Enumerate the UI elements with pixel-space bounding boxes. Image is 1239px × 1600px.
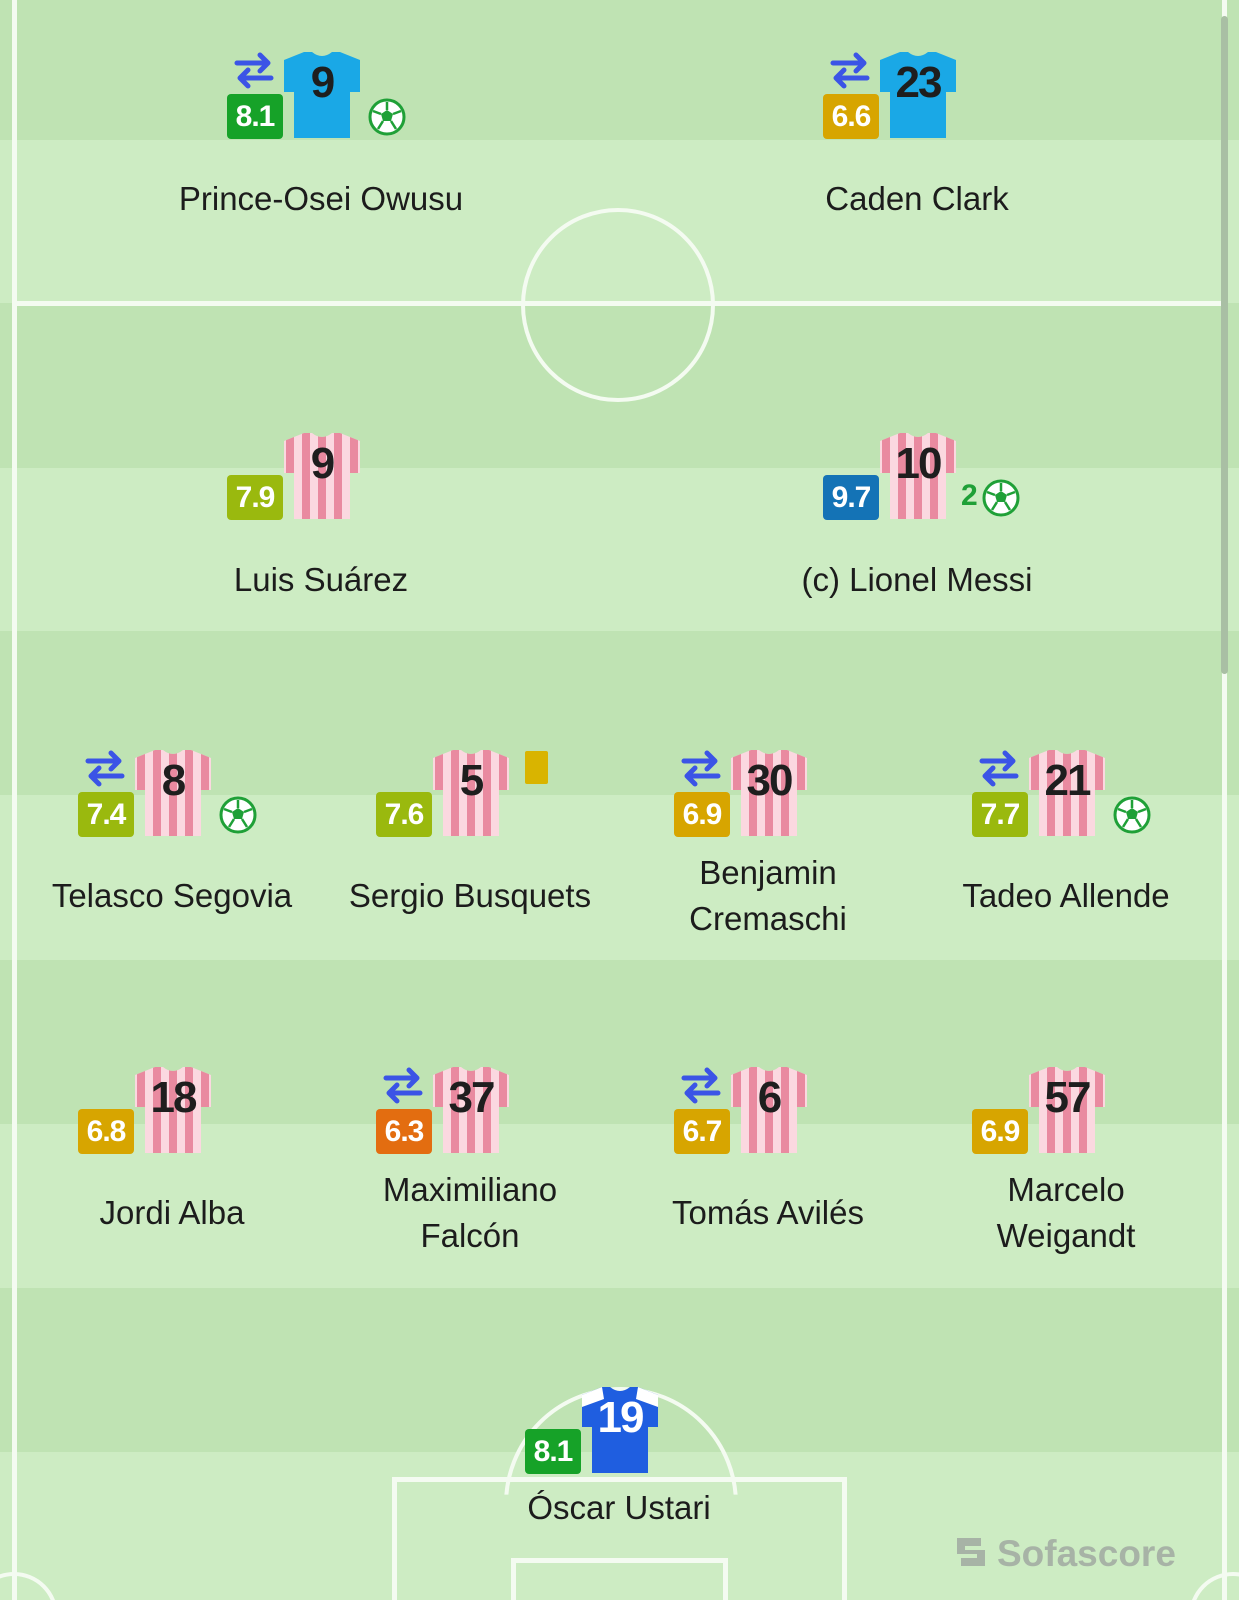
- shirt-number: 37: [448, 1073, 496, 1122]
- substitution-icon: [680, 1065, 722, 1105]
- shirt-number: 6: [757, 1073, 782, 1122]
- shirt-number: 21: [1044, 756, 1092, 805]
- touchline-left: [12, 0, 17, 1600]
- player-rating: 6.3: [376, 1109, 432, 1154]
- player-rating: 8.1: [227, 94, 283, 139]
- shirt-icon: 6: [729, 1065, 809, 1155]
- sofascore-logo-icon: [953, 1534, 989, 1575]
- player-name: Tadeo Allende: [962, 877, 1170, 914]
- yellow-card-icon: [525, 751, 548, 784]
- center-circle: [521, 208, 715, 402]
- player-rating: 8.1: [525, 1429, 581, 1474]
- shirt-number: 9: [310, 58, 335, 107]
- shirt-icon: 8: [133, 748, 213, 838]
- shirt-number: 9: [310, 439, 335, 488]
- player-rating: 6.8: [78, 1109, 134, 1154]
- pitch-stripe: [0, 0, 1239, 140]
- player-card[interactable]: 6.7 6 Tomás Avilés: [618, 1060, 918, 1260]
- pitch-stripe: [0, 468, 1239, 631]
- substitution-icon: [680, 748, 722, 788]
- shirt-icon: 5: [431, 748, 511, 838]
- player-card[interactable]: 7.9 9 Luis Suárez: [171, 426, 471, 606]
- player-rating: 6.9: [674, 792, 730, 837]
- shirt-icon: 19: [580, 1385, 660, 1475]
- player-name: Marcelo Weigandt: [996, 1171, 1136, 1254]
- player-name: Prince-Osei Owusu: [178, 180, 464, 217]
- player-card[interactable]: 6.9 30 Benjamin Cremaschi: [618, 743, 918, 943]
- penalty-box-right: [842, 1477, 847, 1600]
- shirt-number: 8: [161, 756, 186, 805]
- player-card[interactable]: 6.3 37 Maximiliano Falcón: [320, 1060, 620, 1260]
- player-card[interactable]: 9.7 10 2 (c) Lionel Messi: [767, 426, 1067, 606]
- goals-count: 2: [961, 479, 978, 512]
- scrollbar-thumb[interactable]: [1221, 16, 1228, 674]
- player-card[interactable]: 8.1 19 Óscar Ustari: [469, 1380, 769, 1560]
- sofascore-brand: Sofascore: [953, 1532, 1176, 1576]
- player-card[interactable]: 6.6 23 Caden Clark: [767, 45, 1067, 225]
- shirt-number: 5: [459, 756, 484, 805]
- shirt-number: 30: [746, 756, 794, 805]
- penalty-box-left: [392, 1477, 397, 1600]
- shirt-number: 10: [895, 439, 943, 488]
- player-card[interactable]: 6.8 18 Jordi Alba: [22, 1060, 322, 1260]
- player-rating: 6.6: [823, 94, 879, 139]
- player-card[interactable]: 6.9 57 Marcelo Weigandt: [916, 1060, 1216, 1260]
- player-name: Luis Suárez: [233, 561, 409, 598]
- substitution-icon: [382, 1065, 424, 1105]
- player-rating: 6.7: [674, 1109, 730, 1154]
- pitch-stripe: [0, 1124, 1239, 1288]
- shirt-number: 19: [597, 1393, 645, 1442]
- player-rating: 9.7: [823, 475, 879, 520]
- player-card[interactable]: 7.4 8 Telasco Segovia: [22, 743, 322, 943]
- goal-ball-icon: [982, 479, 1020, 517]
- substitution-icon: [978, 748, 1020, 788]
- goal-ball-icon: [219, 796, 257, 834]
- shirt-icon: 9: [282, 50, 362, 140]
- shirt-icon: 9: [282, 431, 362, 521]
- player-name: Maximiliano Falcón: [382, 1171, 558, 1254]
- shirt-number: 18: [150, 1073, 198, 1122]
- player-card[interactable]: 8.1 9 Prince-Osei Owusu: [171, 45, 471, 225]
- goal-ball-icon: [368, 98, 406, 136]
- shirt-icon: 18: [133, 1065, 213, 1155]
- player-name: Benjamin Cremaschi: [689, 854, 847, 937]
- player-card[interactable]: 7.7 21 Tadeo Allende: [916, 743, 1216, 943]
- player-name: Óscar Ustari: [527, 1489, 711, 1526]
- goal-area-top: [511, 1558, 728, 1563]
- player-rating: 7.7: [972, 792, 1028, 837]
- player-rating: 7.9: [227, 475, 283, 520]
- substitution-icon: [84, 748, 126, 788]
- goal-ball-icon: [1113, 796, 1151, 834]
- shirt-icon: 21: [1027, 748, 1107, 838]
- shirt-icon: 23: [878, 50, 958, 140]
- touchline-right: [1222, 0, 1227, 1600]
- goal-area-right: [723, 1558, 728, 1600]
- player-name: Tomás Avilés: [672, 1194, 864, 1231]
- player-name: (c) Lionel Messi: [801, 561, 1033, 598]
- pitch-stripe: [0, 795, 1239, 960]
- shirt-icon: 57: [1027, 1065, 1107, 1155]
- penalty-box-top: [392, 1477, 847, 1482]
- shirt-number: 57: [1044, 1073, 1092, 1122]
- player-name: Jordi Alba: [99, 1194, 245, 1231]
- shirt-icon: 30: [729, 748, 809, 838]
- goal-area-left: [511, 1558, 516, 1600]
- shirt-icon: 37: [431, 1065, 511, 1155]
- player-rating: 6.9: [972, 1109, 1028, 1154]
- brand-name: Sofascore: [997, 1533, 1176, 1574]
- player-card[interactable]: 7.6 5 Sergio Busquets: [320, 743, 620, 943]
- substitution-icon: [233, 50, 275, 90]
- player-rating: 7.6: [376, 792, 432, 837]
- player-name: Sergio Busquets: [348, 877, 592, 914]
- player-name: Telasco Segovia: [51, 877, 293, 914]
- substitution-icon: [829, 50, 871, 90]
- shirt-number: 23: [895, 58, 943, 107]
- shirt-icon: 10: [878, 431, 958, 521]
- player-rating: 7.4: [78, 792, 134, 837]
- player-name: Caden Clark: [825, 180, 1009, 217]
